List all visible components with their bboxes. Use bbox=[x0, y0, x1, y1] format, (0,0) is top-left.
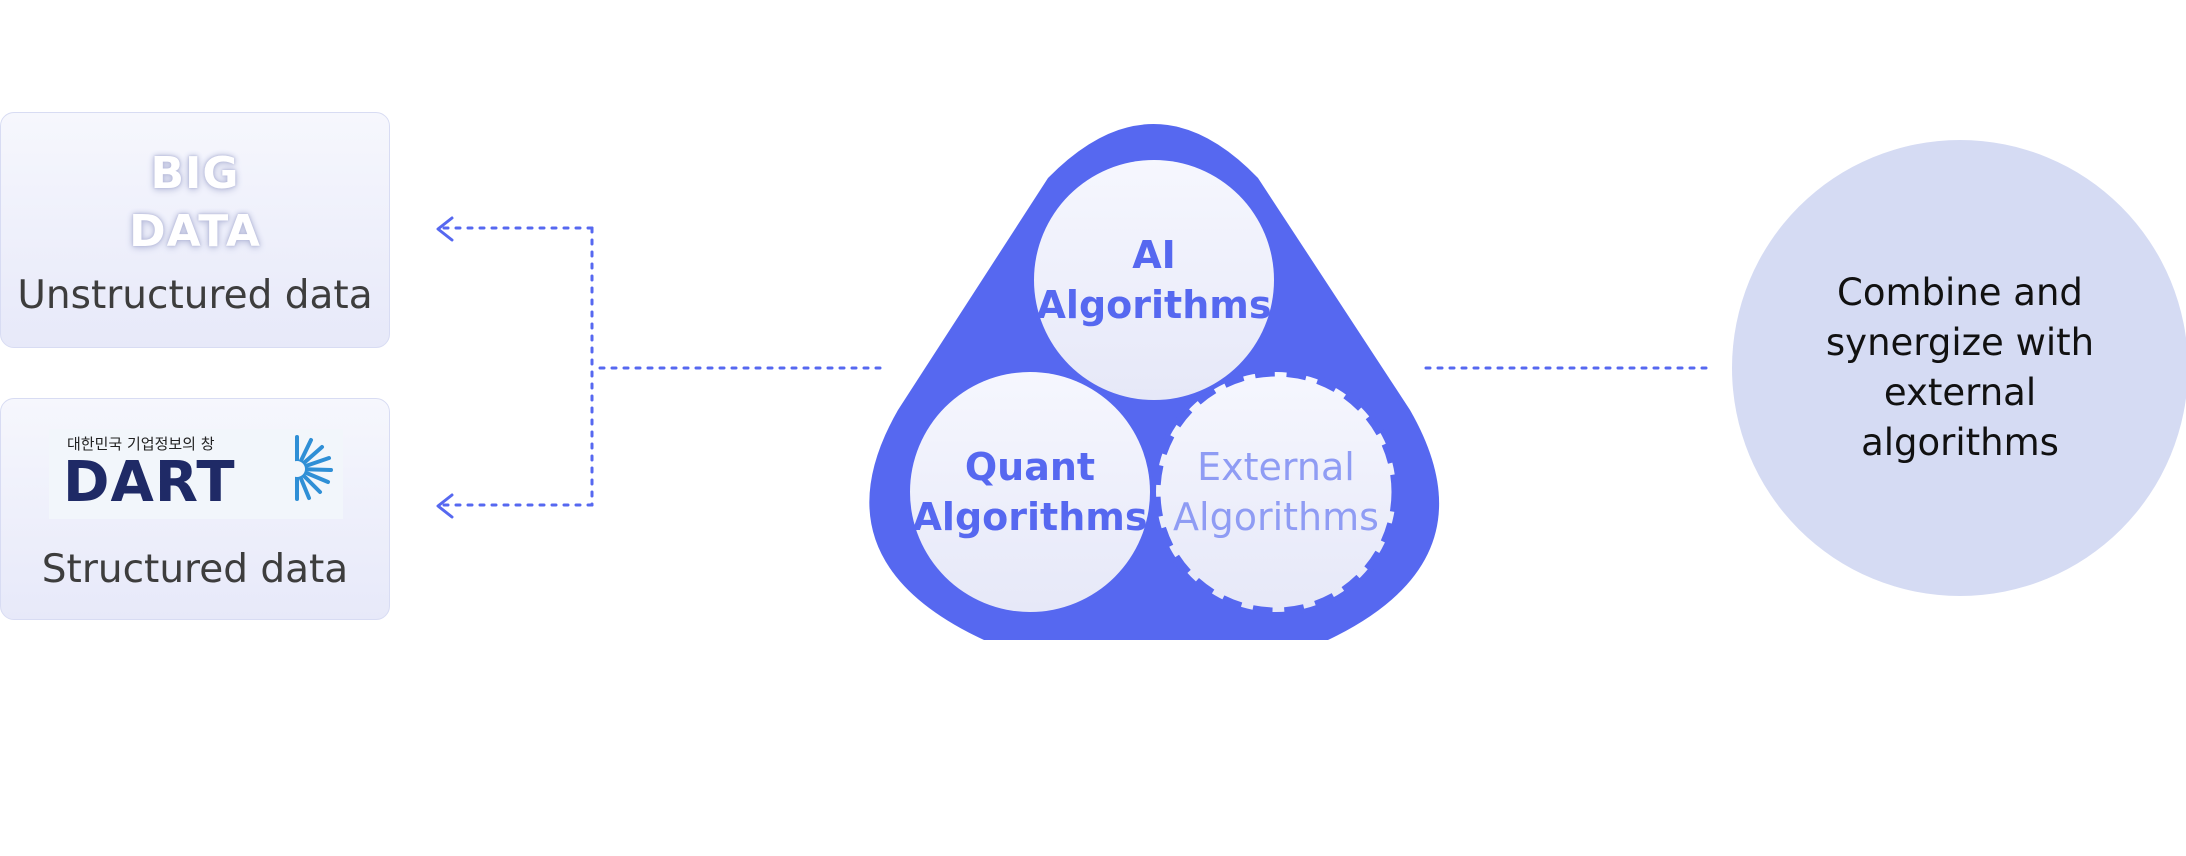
outcome-line1: Combine and bbox=[1837, 271, 2083, 314]
quant-label-line2: Algorithms bbox=[912, 495, 1148, 539]
external-label-line2: Algorithms bbox=[1173, 495, 1379, 539]
outcome-line2: synergize with bbox=[1825, 321, 2095, 364]
ai-label-line2: Algorithms bbox=[1036, 283, 1272, 327]
structured-data-card: 대한민국 기업정보의 창 DART Structured data bbox=[0, 398, 390, 620]
external-algorithms-label: External Algorithms bbox=[1156, 372, 1396, 612]
ai-label-line1: AI bbox=[1132, 233, 1176, 277]
chevron-left-icon bbox=[436, 216, 454, 242]
sunburst-icon bbox=[289, 435, 333, 501]
quant-label-line1: Quant bbox=[964, 445, 1096, 489]
big-data-logo: BIG DATA bbox=[1, 145, 389, 261]
quant-circle bbox=[910, 372, 1150, 612]
external-circle bbox=[1151, 367, 1401, 617]
structured-data-label: Structured data bbox=[41, 547, 349, 592]
ai-algorithms-label: AI Algorithms bbox=[1034, 160, 1274, 400]
outcome-line3: external bbox=[1883, 371, 2037, 414]
outcome-line4: algorithms bbox=[1861, 421, 2059, 464]
big-data-logo-line1: BIG bbox=[150, 148, 240, 199]
big-data-logo-line2: DATA bbox=[129, 206, 261, 257]
dart-logo: 대한민국 기업정보의 창 DART bbox=[49, 429, 343, 519]
outcome-circle bbox=[1732, 140, 2186, 596]
dart-logo-text: DART bbox=[63, 450, 236, 515]
quant-algorithms-label: Quant Algorithms bbox=[910, 372, 1150, 612]
connector-left bbox=[442, 226, 884, 507]
external-label-line1: External bbox=[1197, 445, 1355, 489]
ai-circle bbox=[1034, 160, 1274, 400]
unstructured-data-card: BIG DATA Unstructured data bbox=[0, 112, 390, 348]
outcome-label: Combine and synergize with external algo… bbox=[1780, 188, 2140, 548]
dart-logo-subtitle: 대한민국 기업정보의 창 bbox=[67, 435, 215, 453]
unstructured-data-label: Unstructured data bbox=[17, 273, 373, 318]
chevron-left-icon bbox=[436, 493, 454, 519]
